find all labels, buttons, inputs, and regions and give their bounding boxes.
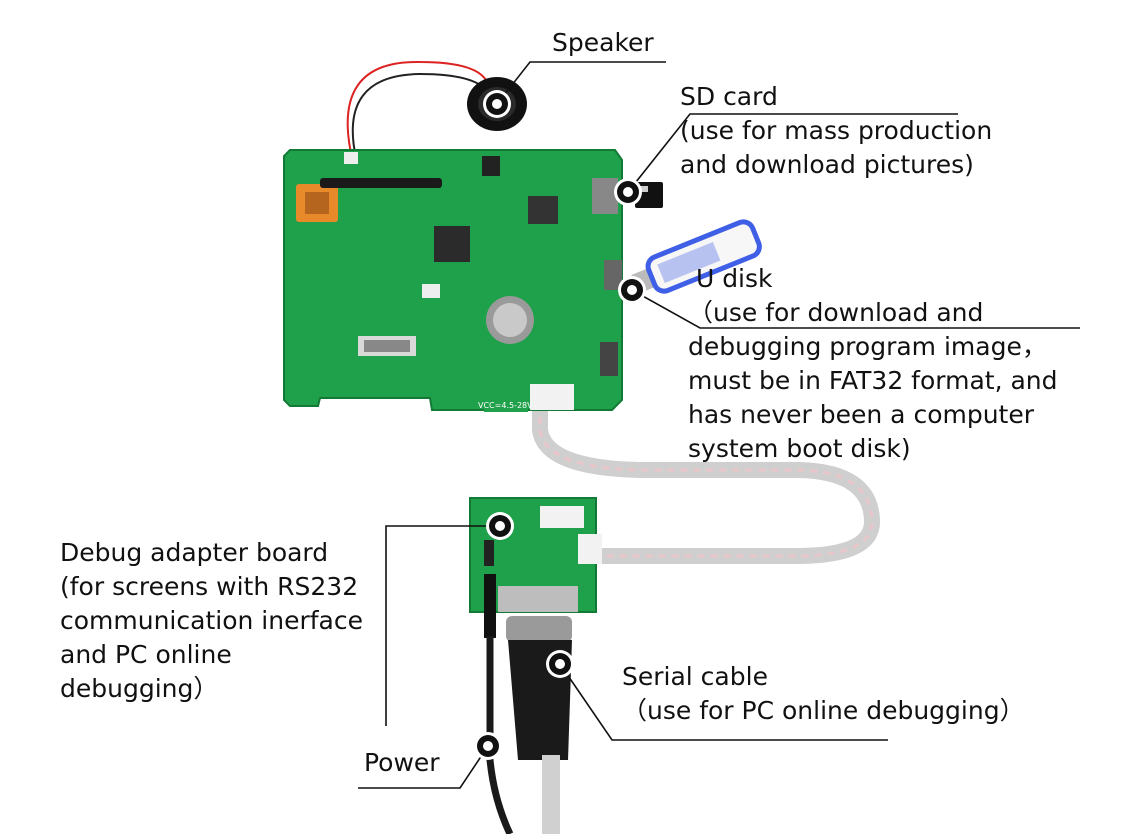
debug-board-desc-line: (for screens with RS232 xyxy=(60,572,359,601)
callout-markers xyxy=(474,90,646,760)
u-disk-desc-line: system boot disk) xyxy=(688,434,911,463)
u-disk-label: U disk （use for download and debugging p… xyxy=(688,262,1058,466)
sd-card xyxy=(635,182,663,208)
u-disk-callout-marker xyxy=(618,276,646,304)
voltage-label: VCC=4.5-28V xyxy=(478,401,533,410)
u-disk-desc-line: has never been a computer xyxy=(688,400,1035,429)
serial-cable-label: Serial cable （use for PC online debuggin… xyxy=(622,660,1025,728)
serial-cable-wire xyxy=(542,755,560,834)
ribbon-cable xyxy=(532,396,880,564)
power-label-text: Power xyxy=(364,748,440,777)
usb-stick xyxy=(631,219,762,294)
u-disk-desc-line: must be in FAT32 format, and xyxy=(688,366,1058,395)
u-disk-leader xyxy=(631,289,1080,329)
wifi-module xyxy=(528,196,558,224)
usb-port xyxy=(604,260,622,290)
adapter-connector xyxy=(578,534,602,564)
debug-board-desc-line: debugging） xyxy=(60,674,219,703)
serial-connector xyxy=(498,586,578,834)
debug-board-desc-line: and PC online xyxy=(60,640,232,669)
main-chip xyxy=(434,226,470,262)
leader-lines xyxy=(358,61,1080,789)
sd-card-desc-line: (use for mass production xyxy=(680,116,993,145)
serial-cable-leader xyxy=(559,663,888,741)
debug-board-leader xyxy=(385,525,500,726)
serial-cable-title: Serial cable xyxy=(622,662,768,691)
sd-card-callout-marker xyxy=(614,178,642,206)
speaker-leader xyxy=(496,61,666,105)
debug-board-label: Debug adapter board (for screens with RS… xyxy=(60,536,363,706)
debug-board-title: Debug adapter board xyxy=(60,538,329,567)
speaker-label-text: Speaker xyxy=(552,28,654,57)
speaker-callout-marker xyxy=(483,90,511,118)
power-callout-marker xyxy=(474,732,502,760)
sd-slot xyxy=(592,178,618,214)
u-disk-desc-line: debugging program image， xyxy=(688,332,1047,361)
serial-cable-desc-line: （use for PC online debugging） xyxy=(622,696,1025,725)
sd-card-leader xyxy=(627,113,958,193)
sd-card-label: SD card (use for mass production and dow… xyxy=(680,80,992,182)
power-cable xyxy=(484,574,514,834)
u-disk-desc-line: （use for download and xyxy=(688,298,984,327)
power-leader xyxy=(358,745,489,789)
debug-board-desc-line: communication inerface xyxy=(60,606,363,635)
debug-board-callout-marker xyxy=(486,512,514,540)
sd-card-desc-line: and download pictures) xyxy=(680,150,974,179)
u-disk-title: U disk xyxy=(688,264,773,293)
antenna xyxy=(320,178,442,188)
main-pcb: VCC=4.5-28V xyxy=(283,149,623,412)
board-connector xyxy=(530,384,574,410)
serial-cable-callout-marker xyxy=(546,650,574,678)
sd-card-title: SD card xyxy=(680,82,778,111)
speaker-label: Speaker xyxy=(552,26,654,60)
power-label: Power xyxy=(364,746,440,780)
speaker-wires xyxy=(346,60,489,159)
